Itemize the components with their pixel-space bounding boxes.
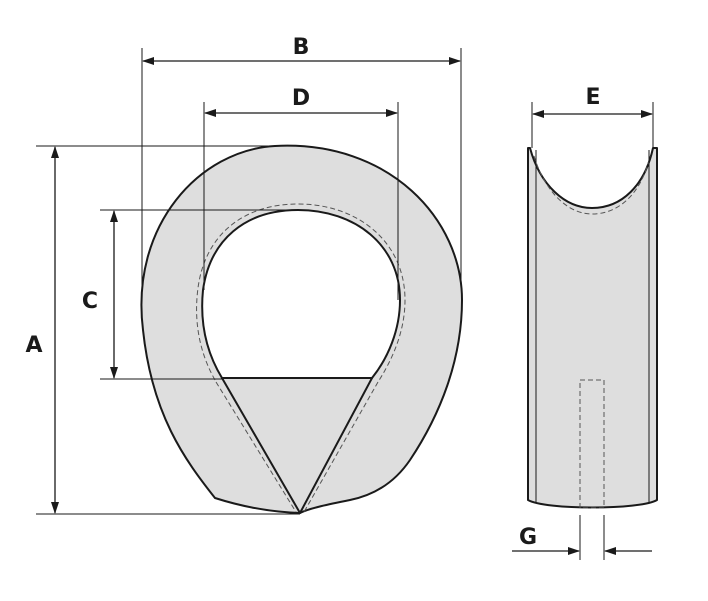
side-view-body [527, 147, 658, 509]
thimble-eye-hole [201, 208, 402, 379]
v-notch-dashed-left [215, 381, 297, 513]
dimension-b: B [142, 35, 461, 65]
front-extension-lines [36, 48, 462, 515]
dimension-e: E [532, 85, 653, 118]
side-view [527, 147, 658, 509]
label-c: C [82, 289, 98, 314]
front-view [140, 144, 463, 514]
dimension-d: D [204, 86, 398, 117]
hidden-slot-dashed [579, 379, 605, 509]
label-b: B [293, 35, 310, 60]
side-rim-dashed [533, 155, 651, 215]
inner-groove-dashed-line [196, 203, 406, 383]
dimension-c: C [82, 210, 118, 379]
label-g: G [519, 525, 537, 550]
v-notch-dashed-right [303, 381, 379, 513]
label-e: E [585, 85, 600, 110]
dimension-g: G [512, 525, 652, 555]
v-notch [221, 377, 373, 514]
label-d: D [292, 86, 310, 111]
dimension-a: A [25, 146, 59, 514]
label-a: A [25, 333, 42, 358]
